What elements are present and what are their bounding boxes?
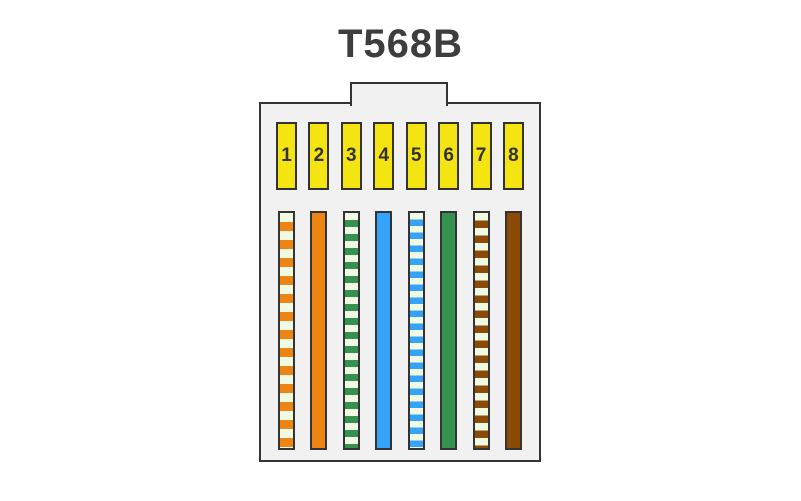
pin-number: 2 (313, 145, 325, 166)
pin-number: 5 (410, 145, 422, 166)
pin-box-2: 2 (308, 122, 330, 190)
wire-white-blue (407, 211, 425, 450)
wire-white-orange (278, 211, 295, 450)
pin-column-6: 6 (438, 122, 460, 460)
pin-number: 8 (508, 145, 519, 166)
wire-blue (375, 211, 393, 450)
pin-column-2: 2 (308, 122, 330, 460)
pin-box-4: 4 (373, 122, 395, 190)
pin-box-8: 8 (502, 122, 524, 190)
pin-column-1: 1 (276, 122, 297, 460)
pin-number: 4 (378, 145, 390, 166)
connector-tab (350, 82, 448, 106)
pin-number: 6 (443, 145, 454, 166)
pin-box-5: 5 (405, 122, 427, 190)
wire-brown (504, 211, 522, 450)
pin-column-4: 4 (373, 122, 395, 460)
pin-column-5: 5 (405, 122, 427, 460)
pin-box-1: 1 (276, 122, 297, 190)
wire-green (440, 211, 458, 450)
wire-white-green (342, 211, 360, 450)
pin-box-7: 7 (470, 122, 492, 190)
pin-box-6: 6 (438, 122, 460, 190)
pin-column-3: 3 (340, 122, 362, 460)
wire-white-brown (472, 211, 490, 450)
pin-number: 7 (475, 145, 487, 166)
pin-column-7: 7 (470, 122, 492, 460)
pin-column-8: 8 (502, 122, 524, 460)
connector-body: 1 2 3 4 5 (259, 102, 541, 462)
pin-number: 3 (346, 145, 357, 166)
pin-number: 1 (281, 145, 292, 166)
pin-box-3: 3 (340, 122, 362, 190)
wire-orange (310, 211, 328, 450)
diagram-title: T568B (337, 22, 464, 66)
